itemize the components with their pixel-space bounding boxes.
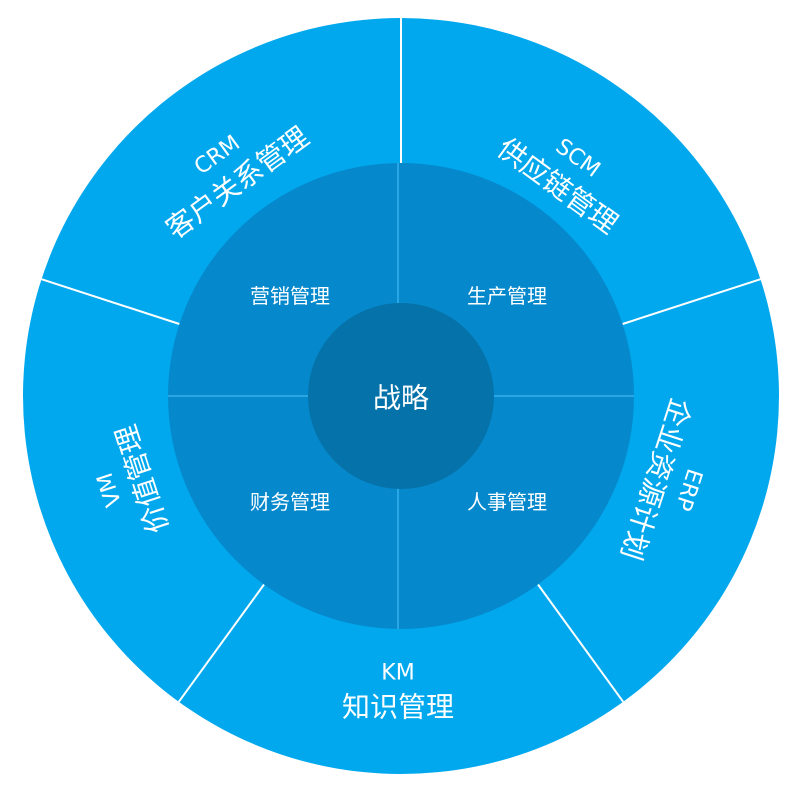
middle-label-hr: 人事管理 <box>467 490 547 514</box>
middle-label-marketing: 营销管理 <box>250 284 330 308</box>
outer-label-km: KM 知识管理 <box>342 661 454 724</box>
divider-line <box>537 583 625 703</box>
center-circle <box>308 303 494 489</box>
middle-label-production: 生产管理 <box>467 284 547 308</box>
divider-line <box>41 278 180 325</box>
divider-line <box>622 278 761 325</box>
center-label: 战略 <box>373 382 429 415</box>
segment-name: 知识管理 <box>342 691 454 724</box>
divider-line <box>177 583 265 703</box>
segment-abbr: KM <box>381 661 414 686</box>
outer-dividers <box>41 18 761 703</box>
middle-label-finance: 财务管理 <box>250 490 330 514</box>
